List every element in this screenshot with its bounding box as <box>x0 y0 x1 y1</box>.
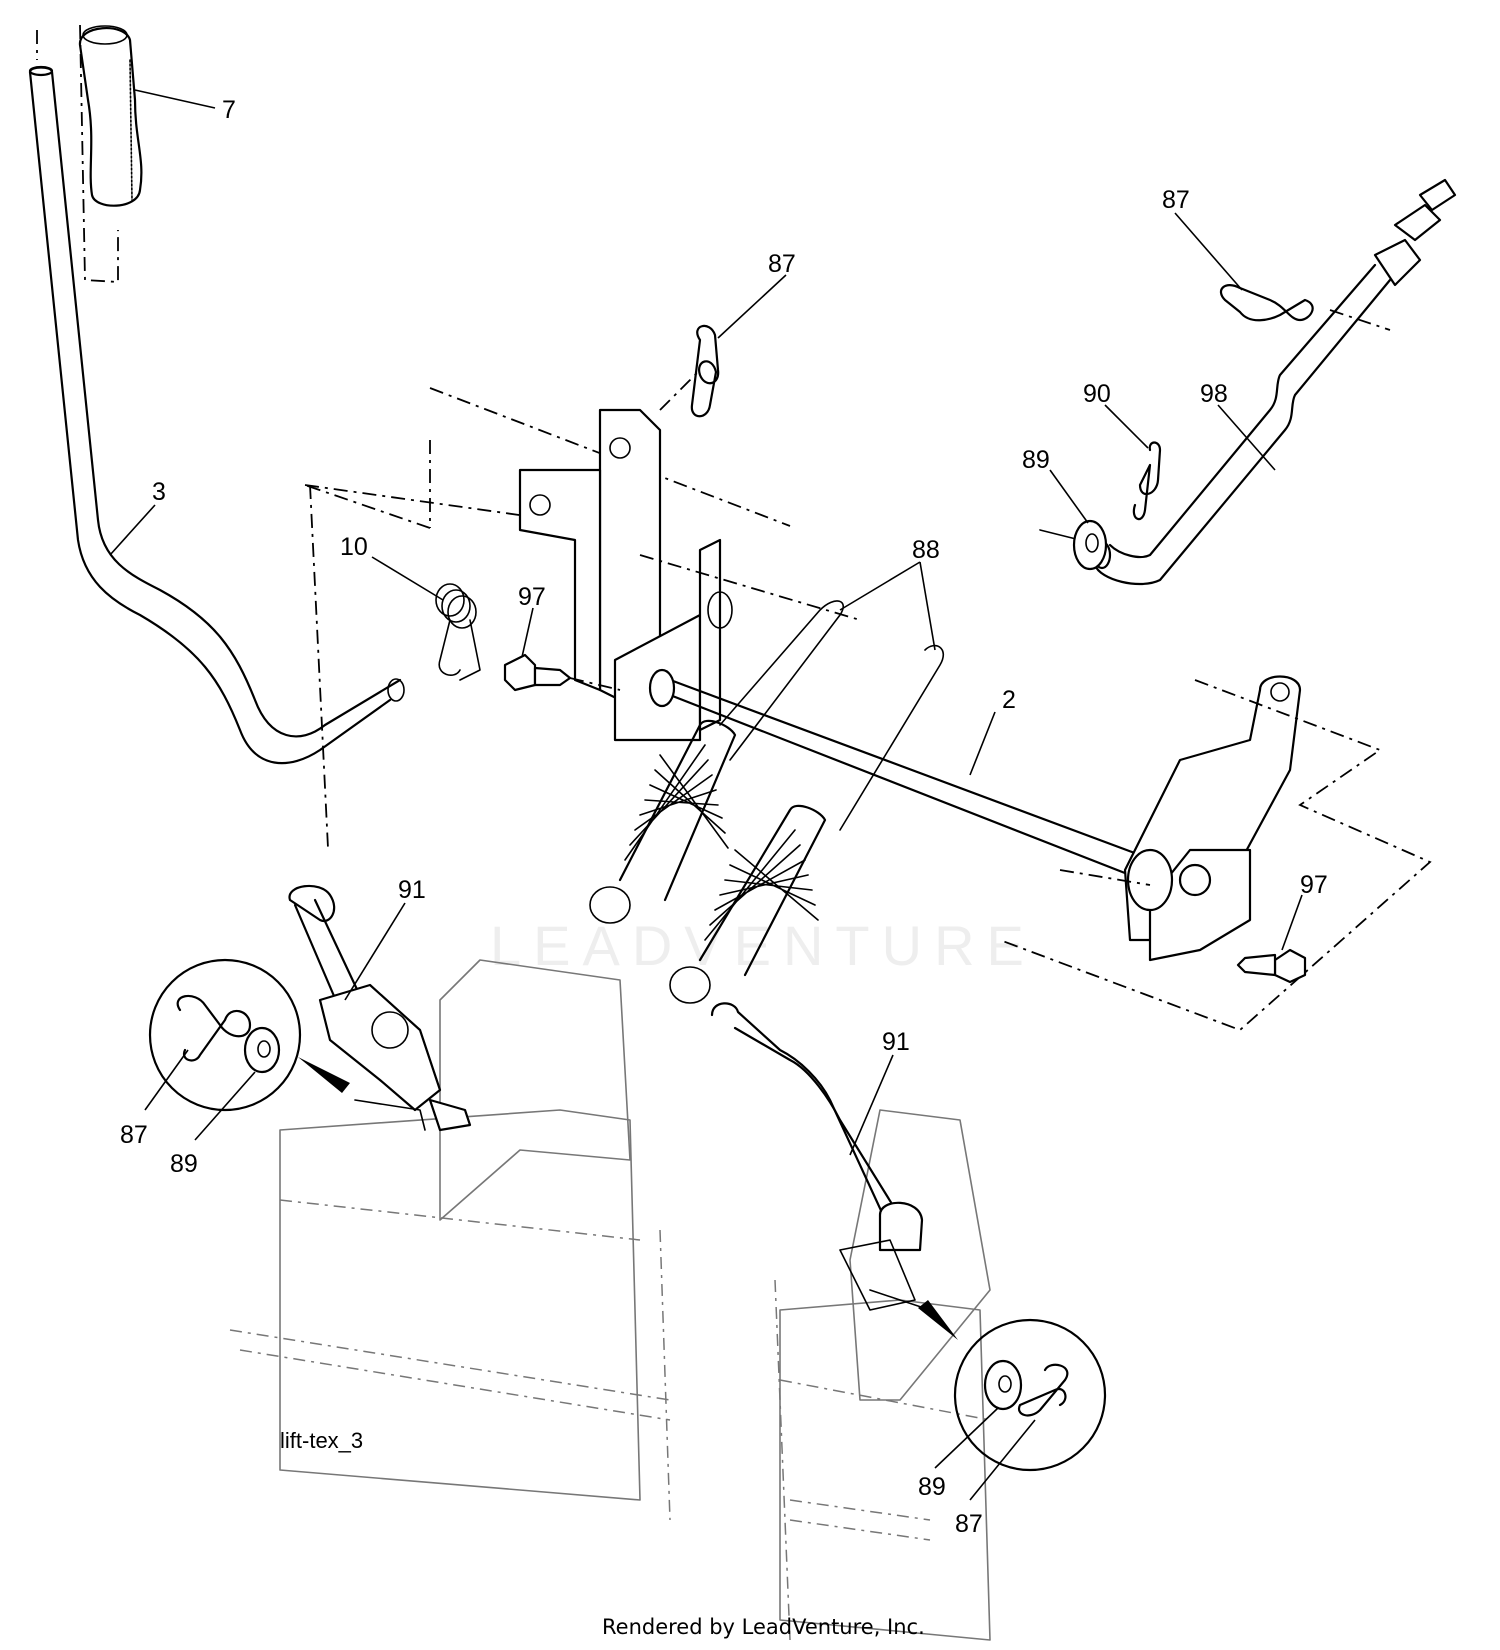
callout-leaders <box>109 89 1303 1501</box>
springs <box>589 600 945 1004</box>
footer-credit: Rendered by LeadVenture, Inc. <box>602 1615 925 1639</box>
hairpin-87-right <box>1219 284 1391 331</box>
bolt-97-left <box>503 653 621 692</box>
callout-90: 90 <box>1083 380 1111 408</box>
detail-circle-right <box>918 1300 1107 1472</box>
callout-87-top: 87 <box>768 250 796 278</box>
callout-87-left-detail: 87 <box>120 1121 148 1149</box>
callouts: 7 3 10 97 87 88 87 90 98 89 2 97 91 87 8… <box>120 96 1328 1538</box>
hairpin-87-top <box>659 324 720 418</box>
detail-circle-left <box>148 958 350 1112</box>
callout-97-right: 97 <box>1300 871 1328 899</box>
callout-97-left: 97 <box>518 583 546 611</box>
callout-91-right: 91 <box>882 1028 910 1056</box>
bolt-97-right <box>1236 948 1307 984</box>
lift-link-right <box>710 1002 931 1311</box>
lift-handle <box>28 30 405 765</box>
right-lift-arm <box>999 675 1432 1032</box>
lift-shaft <box>648 668 1142 877</box>
callout-98: 98 <box>1200 380 1228 408</box>
watermark-text: LEADVENTURE <box>490 914 1036 977</box>
callout-10: 10 <box>340 533 368 561</box>
callout-89-left-detail: 89 <box>170 1150 198 1178</box>
callout-91-left: 91 <box>398 876 426 904</box>
callout-2: 2 <box>1002 686 1016 714</box>
handle-grip <box>78 24 143 283</box>
callout-87-right: 87 <box>1162 186 1190 214</box>
lift-link-left <box>288 484 472 1132</box>
linkage-rod <box>1092 178 1457 585</box>
torsion-spring-10 <box>435 583 481 681</box>
washer-89 <box>1072 519 1108 571</box>
callout-89-right-detail: 89 <box>918 1473 946 1501</box>
callout-88: 88 <box>912 536 940 564</box>
deck-ghost-right <box>774 1109 991 1641</box>
diagram-label: lift-tex_3 <box>280 1428 363 1453</box>
callout-87-right-detail: 87 <box>955 1510 983 1538</box>
callout-7: 7 <box>222 96 236 124</box>
deck-ghost-left <box>229 959 671 1521</box>
callout-89-top: 89 <box>1022 446 1050 474</box>
callout-3: 3 <box>152 478 166 506</box>
